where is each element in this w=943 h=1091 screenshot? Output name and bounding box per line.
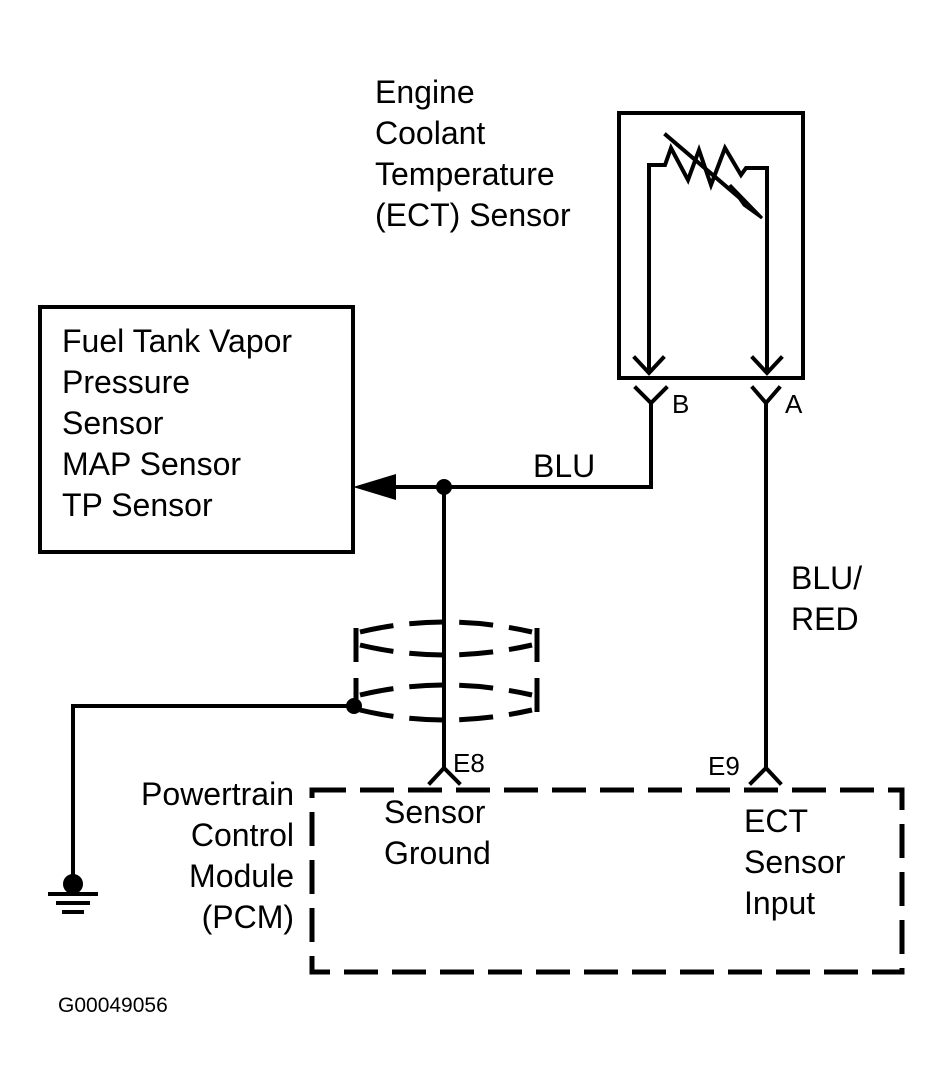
wire-shield-ground (71, 704, 356, 877)
connector-e8-icon (427, 765, 462, 786)
pin-label-line: Sensor (384, 794, 486, 830)
shielded-cable-icon (353, 619, 540, 723)
connector-e9-icon (748, 765, 783, 786)
ect-sensor-input-label: ECT Sensor Input (744, 801, 845, 924)
pin-label-line: Sensor (744, 844, 846, 880)
sensor-ground-label: Sensor Ground (384, 792, 491, 874)
fuel-box-label-line: Pressure (62, 364, 191, 400)
connector-a-icon (750, 385, 782, 407)
fuel-box-label-line: TP Sensor (62, 487, 213, 523)
pin-e9-label: E9 (708, 751, 740, 781)
ect-label-line: Engine (375, 74, 475, 110)
pin-e8-label: E8 (453, 748, 485, 778)
fuel-box-label-line: Sensor (62, 405, 164, 441)
connector-b-icon (633, 385, 669, 406)
terminal-b-arrowhead (632, 355, 666, 376)
splice-dot (436, 479, 452, 495)
wire-color-blu-red-label: BLU/ RED (791, 558, 862, 640)
thermistor-arrowhead (728, 183, 764, 220)
pcm-label-line: Control (190, 817, 294, 853)
wire-label-line: BLU/ (791, 560, 863, 596)
ect-label-line: (ECT) Sensor (375, 197, 571, 233)
pcm-label: Powertrain Control Module (PCM) (60, 774, 294, 938)
wire-label-line: RED (791, 601, 859, 637)
terminal-a-arrowhead (750, 355, 784, 376)
ect-sensor-box (617, 111, 805, 380)
fuel-tank-sensor-box (38, 305, 355, 554)
wire-color-blu-label: BLU (533, 448, 596, 484)
fuel-box-label-line: MAP Sensor (62, 446, 242, 482)
ect-label-line: Temperature (375, 156, 555, 192)
wire-arrowhead-to-box (353, 474, 396, 500)
ect-sensor-label: Engine Coolant Temperature (ECT) Sensor (375, 72, 571, 236)
pcm-box (309, 787, 905, 975)
pin-label-line: ECT (744, 803, 808, 839)
ect-label-line: Coolant (375, 115, 486, 151)
wire-blu (388, 401, 653, 489)
terminal-a-label: A (785, 389, 803, 419)
pcm-label-line: Powertrain (141, 776, 294, 812)
pcm-label-line: Module (189, 858, 294, 894)
thermistor-resistor (647, 143, 769, 372)
terminal-b-label: B (672, 389, 690, 419)
pin-label-line: Input (744, 885, 816, 921)
fuel-box-label-line: Fuel Tank Vapor (62, 323, 293, 359)
pcm-label-line: (PCM) (201, 899, 294, 935)
pin-label-line: Ground (384, 835, 491, 871)
figure-id: G00049056 (58, 994, 168, 1017)
fuel-tank-sensor-label: Fuel Tank Vapor Pressure Sensor MAP Sens… (62, 321, 292, 526)
chassis-ground-icon (48, 874, 98, 914)
